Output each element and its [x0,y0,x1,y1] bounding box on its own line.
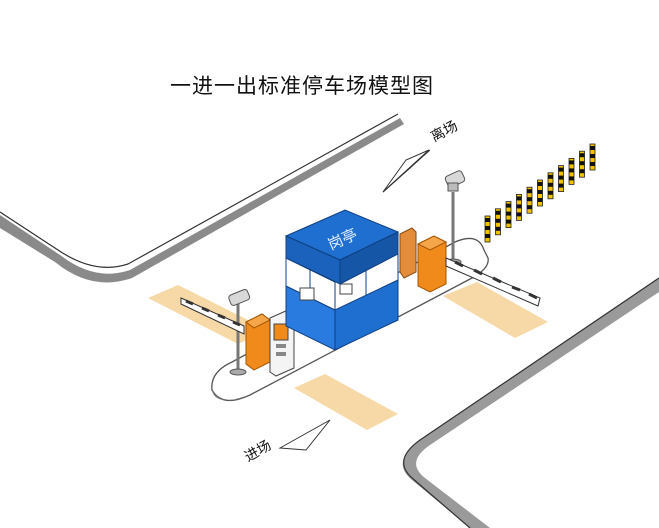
bollard [495,208,501,236]
road-edge-top-left [0,113,404,283]
bollard [568,157,575,185]
bollard [484,215,491,243]
bollard [547,172,554,200]
page-title: 一进一出标准停车场模型图 [170,74,434,98]
road-edge-bottom-right [402,277,659,528]
bollard [516,193,522,221]
barrier-gate-icon [399,227,541,307]
lane-marking-entry-bottom [294,374,398,430]
bollard [505,201,512,229]
entry-label: 进场 [242,438,274,466]
bollard [589,143,596,171]
booth-icon: 岗亭 [284,209,400,351]
direction-arrow-icon: 进场 [242,419,331,466]
bollard-row [484,143,596,243]
bollard [537,179,543,207]
bollard [558,165,564,193]
bollard [526,186,533,214]
bollard [579,150,585,178]
barrier-gate-icon [180,297,271,371]
lane-marking-exit [443,282,548,338]
exit-label: 离场 [428,117,461,145]
camera-icon [228,289,251,376]
